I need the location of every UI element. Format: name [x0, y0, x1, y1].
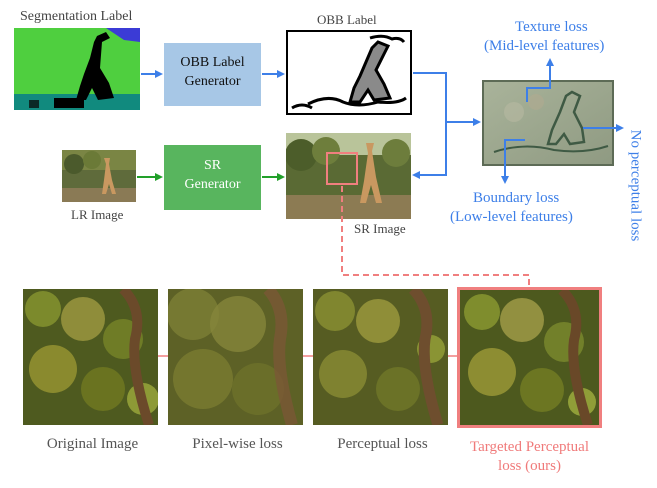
caption-targeted-perceptual-line2: loss (ours) — [498, 458, 561, 474]
arrow-merged-to-sr-image — [412, 122, 447, 179]
boundary-loss-line2: (Low-level features) — [450, 209, 573, 225]
boundary-loss-line1: Boundary loss — [473, 190, 560, 206]
caption-pixel-wise-loss: Pixel-wise loss — [192, 436, 283, 452]
merged-loss-map-image — [482, 80, 614, 166]
segmentation-label-image — [14, 28, 140, 110]
caption-targeted-perceptual-line1: Targeted Perceptual — [469, 439, 590, 455]
arrow-obb-label-to-merged — [413, 72, 481, 126]
obb-generator-line1: OBB Label — [180, 55, 245, 70]
obb-label-caption: OBB Label — [317, 12, 377, 27]
sr-generator-line2: Generator — [184, 177, 241, 192]
obb-label-image — [286, 30, 412, 115]
arrow-boundary-loss — [501, 139, 525, 184]
targeted-perceptual-loss-crop — [457, 287, 602, 428]
sr-highlight-box — [326, 152, 358, 185]
lr-image — [62, 150, 136, 202]
texture-loss-line2: (Mid-level features) — [484, 38, 605, 54]
sr-image — [286, 133, 411, 219]
original-image-crop — [23, 289, 158, 425]
sr-image-caption: SR Image — [354, 221, 406, 236]
perceptual-loss-crop — [313, 289, 448, 425]
dashed-connector-to-ours — [341, 186, 530, 287]
caption-perceptual-loss: Perceptual loss — [337, 436, 428, 452]
texture-loss-line1: Texture loss — [515, 19, 588, 35]
sr-generator-box — [164, 145, 261, 210]
obb-generator-line2: Generator — [184, 74, 241, 89]
segmentation-label-caption: Segmentation Label — [20, 9, 133, 24]
lr-image-caption: LR Image — [71, 207, 124, 222]
arrow-texture-loss — [526, 58, 554, 102]
obb-label-generator-box — [164, 43, 261, 106]
caption-original-image: Original Image — [46, 436, 139, 452]
pixel-wise-loss-crop — [168, 289, 303, 425]
sr-generator-line1: SR — [203, 158, 222, 173]
